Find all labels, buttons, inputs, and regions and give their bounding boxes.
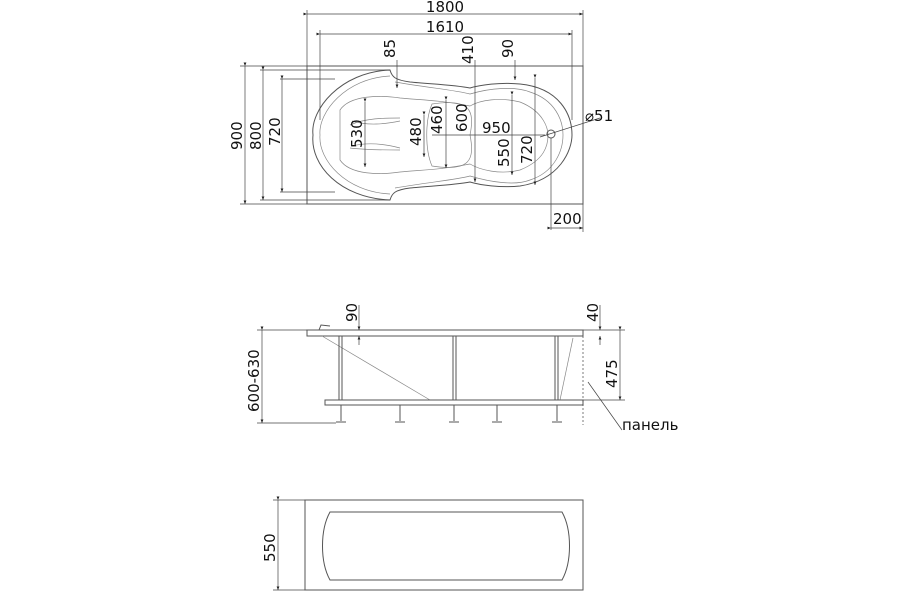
dim-950: 950 [482, 119, 511, 137]
dim-width-550: 550 [261, 533, 279, 562]
dim-550: 550 [495, 138, 513, 167]
dim-40: 40 [584, 303, 602, 322]
side-view: 90 40 600-630 475 панель [245, 303, 678, 434]
tub-outline-top [306, 65, 584, 205]
tub-bowl-outer [312, 69, 573, 201]
end-view: 550 [261, 496, 584, 591]
dim-overall-length: 1800 [426, 0, 464, 16]
dim-85: 85 [381, 39, 399, 58]
dim-480: 480 [407, 117, 425, 146]
top-view: 1800 1610 85 410 90 900 800 720 530 480 … [228, 0, 613, 232]
dim-height-range: 600-630 [245, 349, 263, 412]
dim-width-720-right: 720 [518, 135, 536, 164]
dim-90-side: 90 [343, 303, 361, 322]
dim-depth-475: 475 [603, 359, 621, 388]
panel-label: панель [622, 416, 678, 434]
dim-90-top: 90 [499, 39, 517, 58]
dim-inner-length: 1610 [426, 18, 464, 36]
dim-460: 460 [428, 105, 446, 134]
dim-width-800: 800 [247, 121, 265, 150]
dim-drain-diameter: ⌀51 [585, 107, 613, 125]
dim-600: 600 [453, 103, 471, 132]
dim-410: 410 [459, 35, 477, 64]
dim-drain-offset: 200 [553, 210, 582, 228]
dim-width-720-left: 720 [266, 117, 284, 146]
dim-overall-width: 900 [228, 121, 246, 150]
dim-530: 530 [348, 119, 366, 148]
